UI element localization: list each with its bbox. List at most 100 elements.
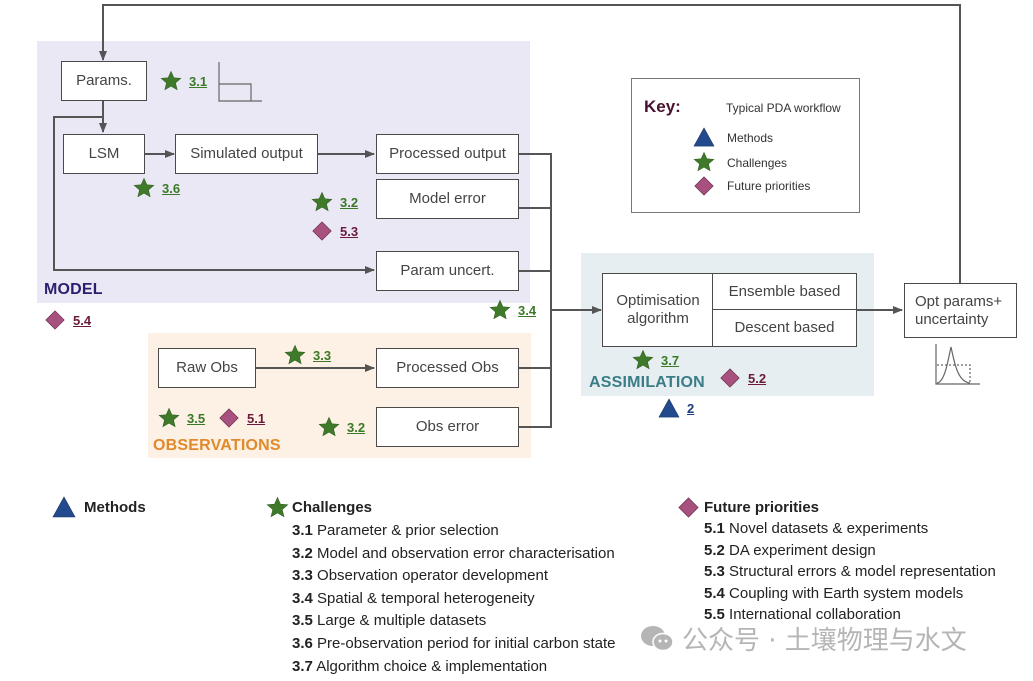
star-icon (133, 177, 155, 198)
challenge-item: 3.4 Spatial & temporal heterogeneity (292, 590, 535, 607)
challenge-item-number: 3.2 (292, 544, 313, 562)
key-box: Key: Typical PDA workflow Methods Challe… (631, 78, 860, 213)
challenge-tag-3-5[interactable]: 3.5 (158, 407, 205, 429)
future-priority-item: 5.4 Coupling with Earth system models (704, 585, 963, 602)
star-icon (632, 349, 654, 370)
future-tag-5-1[interactable]: 5.1 (218, 407, 265, 429)
future-priority-item-text: Coupling with Earth system models (724, 584, 964, 602)
tag-link[interactable]: 3.5 (187, 410, 206, 426)
tag-link[interactable]: 3.6 (162, 180, 181, 196)
prior-uniform-icon (218, 62, 262, 102)
challenge-item-number: 3.4 (292, 589, 313, 607)
processed-obs-box: Processed Obs (376, 348, 519, 388)
processed-output-box: Processed output (376, 134, 519, 174)
challenge-item-text: Model and observation error characterisa… (312, 544, 615, 562)
tag-link[interactable]: 5.2 (748, 370, 767, 386)
key-future-label: Future priorities (727, 179, 811, 193)
challenge-item-number: 3.7 (292, 657, 313, 675)
params-box: Params. (61, 61, 147, 101)
challenge-item: 3.6 Pre-observation period for initial c… (292, 635, 616, 652)
key-methods-label: Methods (727, 131, 774, 145)
tag-link[interactable]: 5.4 (73, 312, 92, 328)
future-priority-item-number: 5.2 (704, 541, 725, 559)
diamond-icon (219, 408, 239, 428)
tag-link[interactable]: 3.2 (340, 194, 359, 210)
future-tag-5-4[interactable]: 5.4 (44, 309, 91, 331)
lsm-box: LSM (63, 134, 145, 174)
ensemble-based-box: Ensemble based (712, 273, 857, 311)
future-tag-5-2[interactable]: 5.2 (719, 367, 766, 389)
challenge-tag-3-6[interactable]: 3.6 (133, 177, 180, 199)
tag-link[interactable]: 5.1 (247, 410, 266, 426)
star-icon (318, 416, 340, 437)
future-priority-item-number: 5.5 (704, 606, 725, 623)
future-priority-item: 5.5 International collaboration (704, 606, 901, 623)
diamond-icon (694, 176, 714, 196)
future-priority-item-text: International collaboration (724, 606, 901, 623)
star-icon (158, 407, 180, 428)
watermark: 公众号 · 土壤物理与水文 (640, 620, 967, 657)
obs-error-box: Obs error (376, 407, 519, 447)
tag-link[interactable]: 3.2 (347, 419, 366, 435)
tag-link[interactable]: 3.7 (661, 352, 680, 368)
feedback-arrow (99, 4, 961, 283)
star-icon (311, 191, 333, 212)
assimilation-label: ASSIMILATION (589, 374, 705, 391)
observations-label: OBSERVATIONS (153, 437, 281, 454)
legend-future-title: Future priorities (704, 499, 820, 516)
challenge-item: 3.3 Observation operator development (292, 567, 548, 584)
future-priority-item-text: DA experiment design (724, 541, 876, 559)
challenge-item-text: Pre-observation period for initial carbo… (312, 635, 616, 652)
challenge-item-number: 3.1 (292, 522, 313, 539)
challenge-item-number: 3.6 (292, 635, 313, 652)
star-icon (489, 299, 511, 320)
challenge-item: 3.7 Algorithm choice & implementation (292, 658, 547, 675)
triangle-icon (693, 127, 715, 147)
challenge-item: 3.2 Model and observation error characte… (292, 545, 615, 562)
tag-link[interactable]: 3.1 (189, 73, 208, 89)
raw-obs-box: Raw Obs (158, 348, 256, 388)
future-priority-item: 5.1 Novel datasets & experiments (704, 520, 928, 537)
params-to-uncert-arrow (53, 116, 375, 274)
future-tag-5-3[interactable]: 5.3 (311, 220, 358, 242)
future-priority-item: 5.2 DA experiment design (704, 542, 876, 559)
challenge-tag-3-1[interactable]: 3.1 (160, 70, 207, 92)
challenge-item-text: Large & multiple datasets (312, 612, 487, 630)
star-icon (266, 496, 289, 518)
param-uncert-box: Param uncert. (376, 251, 519, 291)
tag-link[interactable]: 2 (687, 400, 695, 416)
diamond-icon (720, 368, 740, 388)
model-error-box: Model error (376, 179, 519, 219)
opt-params-box: Opt params+ uncertainty (904, 283, 1017, 338)
challenge-item: 3.5 Large & multiple datasets (292, 612, 486, 629)
method-tag-2[interactable]: 2 (658, 398, 694, 418)
future-priority-item-text: Novel datasets & experiments (724, 520, 929, 537)
processed-output-connector (519, 153, 552, 428)
optimisation-algorithm-box: Optimisation algorithm (602, 273, 714, 347)
future-priority-item-number: 5.1 (704, 520, 725, 537)
tag-link[interactable]: 3.3 (313, 347, 332, 363)
challenge-tag-3-2-model[interactable]: 3.2 (311, 191, 358, 213)
tag-link[interactable]: 3.4 (518, 302, 537, 318)
simulated-output-box: Simulated output (175, 134, 318, 174)
wechat-icon (641, 625, 674, 651)
future-priority-item-number: 5.4 (704, 584, 725, 602)
future-priority-item-text: Structural errors & model representation (724, 563, 996, 580)
watermark-text: 公众号 · 土壤物理与水文 (682, 626, 967, 656)
diamond-icon (45, 310, 65, 330)
legend-challenges-title: Challenges (292, 499, 373, 516)
model-label: MODEL (44, 281, 103, 298)
tag-link[interactable]: 5.3 (340, 223, 359, 239)
posterior-distribution-icon (935, 344, 980, 385)
challenge-tag-3-2-obs[interactable]: 3.2 (318, 416, 365, 438)
challenge-item-text: Algorithm choice & implementation (312, 657, 548, 675)
future-priority-item-number: 5.3 (704, 563, 725, 580)
challenge-tag-3-7[interactable]: 3.7 (632, 349, 679, 371)
challenge-item-text: Observation operator development (312, 567, 548, 585)
diamond-icon (678, 497, 699, 518)
challenge-item-number: 3.3 (292, 567, 313, 585)
star-icon (160, 70, 182, 91)
challenge-tag-3-4[interactable]: 3.4 (489, 299, 536, 321)
challenge-tag-3-3[interactable]: 3.3 (284, 344, 331, 366)
